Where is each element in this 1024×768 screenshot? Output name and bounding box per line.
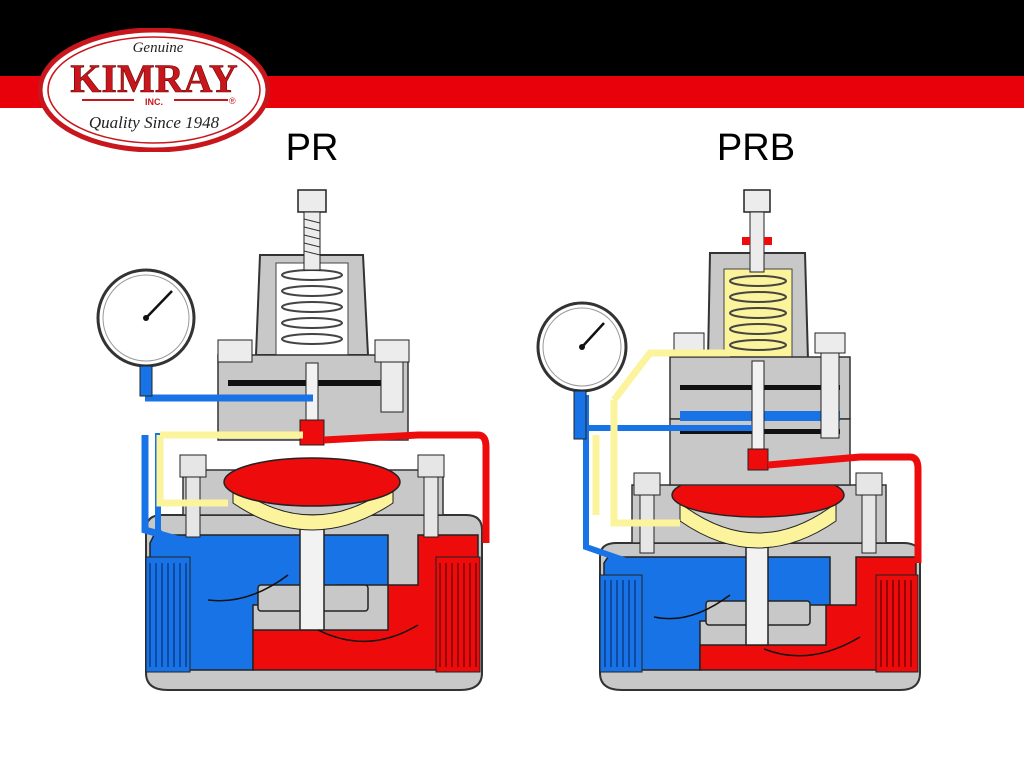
pr-right-bolt [417, 454, 445, 538]
pr-pilot-valve [299, 419, 325, 446]
pr-left-bolt [179, 454, 207, 538]
prb-supply-line [767, 453, 922, 563]
prb-inlet-port-threads [875, 574, 919, 673]
prb-top-right-bolt [814, 332, 846, 439]
pr-top-left-bolt [217, 339, 253, 363]
pr-outlet-port-threads [145, 556, 191, 673]
prb-pilot-stem [751, 360, 765, 452]
prb-adjusting-screw [742, 189, 772, 273]
logo-tagline-text: Quality Since 1948 [89, 113, 220, 132]
prb-gauge-needle [581, 322, 605, 348]
pr-inlet-port-threads [435, 556, 481, 673]
prb-outlet-port-threads [599, 574, 643, 673]
logo-genuine-text: Genuine [133, 40, 184, 56]
logo-brand-text: KIMRAY [70, 56, 238, 101]
title-pr: PR [285, 127, 339, 169]
prb-inlet-flow-arrow [763, 636, 861, 657]
kimray-logo: Genuine KIMRAY INC. ® Quality Since 1948 [38, 28, 270, 152]
prb-right-bolt [855, 472, 883, 554]
pr-outlet-flow-arrow [207, 574, 289, 602]
prb-pilot-chamber [679, 501, 837, 549]
logo-inc-text: INC. [145, 97, 163, 107]
pr-adjusting-screw [297, 189, 327, 271]
title-prb: PRB [716, 127, 796, 169]
prb-spring [729, 275, 787, 351]
prb-pressure-gauge [536, 301, 628, 440]
prb-pilot-loop-line [592, 349, 730, 527]
pr-outlet-sense-line-2 [155, 433, 199, 548]
pr-gauge-needle [145, 290, 173, 319]
pr-inlet-flow-arrow [317, 624, 419, 643]
prb-valve-diagram [536, 189, 922, 691]
pr-top-right-bolt [374, 339, 410, 413]
pr-main-diaphragm [223, 457, 401, 507]
pr-supply-line [323, 431, 490, 543]
prb-spring-chamber [723, 268, 793, 358]
pr-pressure-gauge [96, 268, 196, 397]
prb-outlet-flow-arrow [653, 594, 731, 620]
pr-pilot-loop-line [156, 431, 303, 507]
logo-registered-mark: ® [229, 96, 236, 106]
pr-pilot-chamber [232, 483, 394, 531]
prb-pilot-valve [747, 448, 769, 471]
pr-valve-diagram [96, 189, 490, 691]
